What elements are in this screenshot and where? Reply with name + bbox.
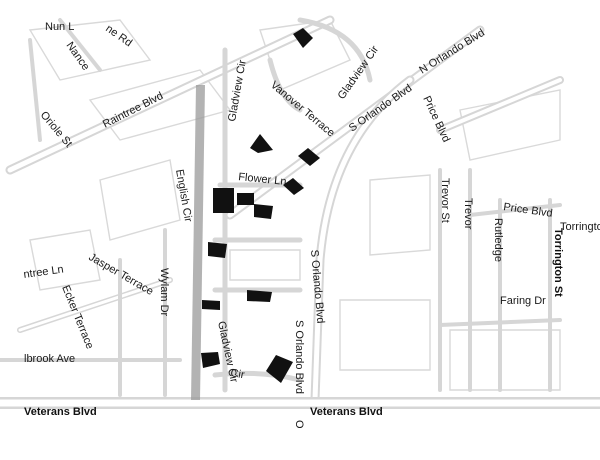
label-trevor-st: Trevor St xyxy=(439,178,451,223)
major-roads xyxy=(0,15,600,409)
lot-4[interactable] xyxy=(283,178,304,195)
label-trevor: Trevor xyxy=(462,198,474,230)
lot-11[interactable] xyxy=(201,352,220,368)
lot-9[interactable] xyxy=(247,290,272,302)
lot-12[interactable] xyxy=(266,355,293,383)
label-lbrook-ave: lbrook Ave xyxy=(24,353,75,365)
lot-5[interactable] xyxy=(213,188,234,213)
label-veterans-blvd-right: Veterans Blvd xyxy=(310,406,383,418)
lot-8[interactable] xyxy=(208,242,227,258)
label-s-orlando-blvd-lower: S Orlando Blvd xyxy=(293,320,305,394)
lot-3[interactable] xyxy=(298,148,320,166)
lot-2[interactable] xyxy=(250,134,273,153)
label-o-fragment: O xyxy=(293,420,305,429)
lot-7[interactable] xyxy=(254,204,273,219)
canal xyxy=(191,85,205,400)
label-rutledge: Rutledge xyxy=(492,218,504,262)
label-veterans-blvd-left: Veterans Blvd xyxy=(24,406,97,418)
lot-10[interactable] xyxy=(202,300,220,310)
label-faring-dr: Faring Dr xyxy=(500,295,546,307)
lot-6[interactable] xyxy=(237,193,254,205)
label-flower-ln: Flower Ln xyxy=(238,171,287,188)
label-wylam-dr: Wylam Dr xyxy=(158,268,170,317)
label-ntree-ln: ntree Ln xyxy=(23,263,65,281)
highlighted-lots xyxy=(201,28,320,383)
label-cir: Cir xyxy=(229,367,245,381)
label-torrington-fragment: Torringto xyxy=(560,221,600,233)
label-torrington-st: Torrington St xyxy=(552,228,564,297)
lot-1[interactable] xyxy=(293,28,313,48)
label-nun: Nun L xyxy=(45,21,74,33)
